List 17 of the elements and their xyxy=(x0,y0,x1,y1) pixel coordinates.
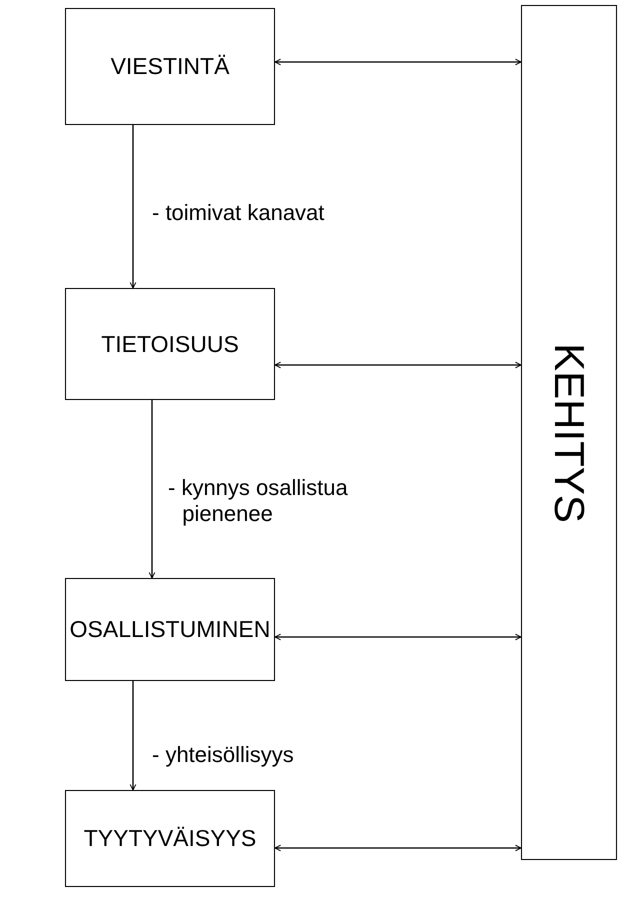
box-label: TIETOISUUS xyxy=(101,330,239,358)
arrow xyxy=(274,362,522,368)
box-label: TYYTYVÄISYYS xyxy=(84,825,256,852)
process-box xyxy=(65,8,275,125)
arrow xyxy=(274,634,522,640)
box-label: OSALLISTUMINEN xyxy=(70,616,270,643)
arrow xyxy=(274,58,522,66)
arrow xyxy=(148,400,156,578)
tall-box xyxy=(521,5,617,860)
process-box xyxy=(65,578,275,681)
arrow xyxy=(130,681,136,790)
process-box xyxy=(65,790,275,887)
box-label: VIESTINTÄ xyxy=(110,53,230,80)
arrow xyxy=(274,844,522,852)
box-label: KEHITYS xyxy=(545,342,593,522)
arrow xyxy=(130,125,136,288)
process-box xyxy=(65,288,275,400)
